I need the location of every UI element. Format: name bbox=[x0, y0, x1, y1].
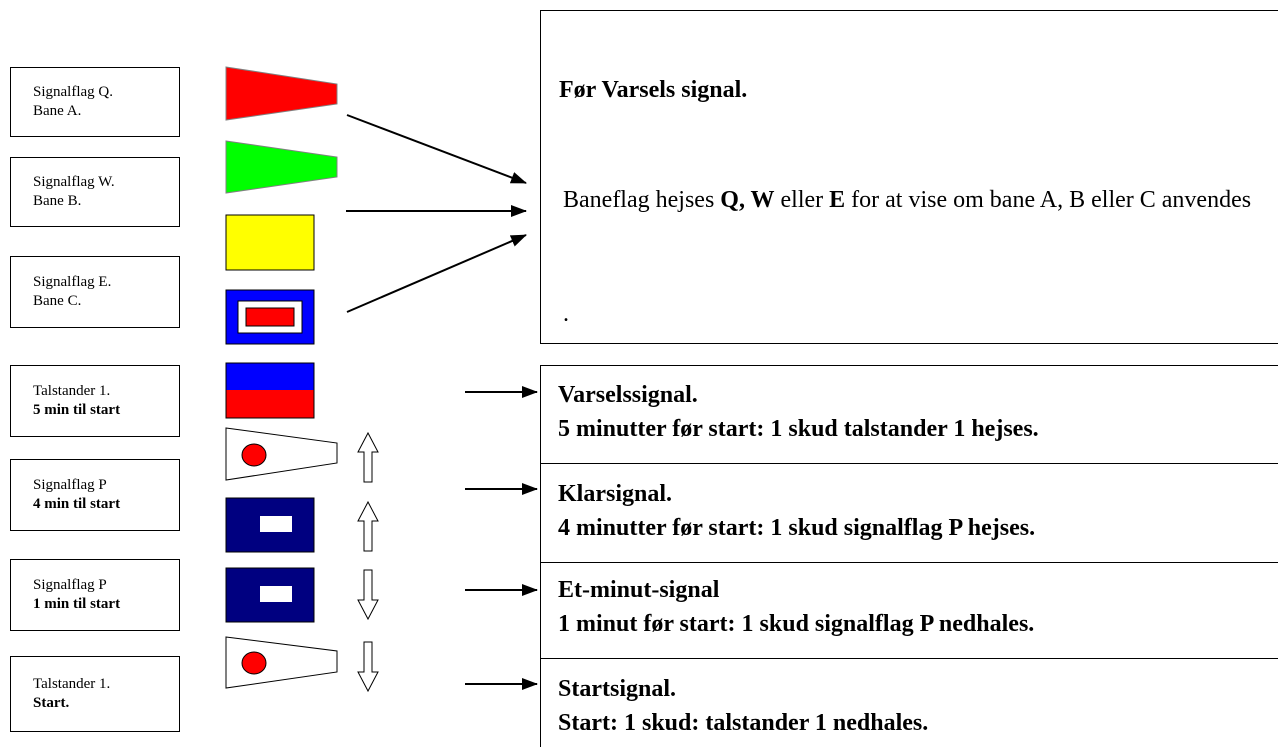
info-box-varsel: Før Varsels signal. Baneflag hejses Q, W… bbox=[540, 10, 1278, 344]
label-line2: Bane B. bbox=[33, 193, 82, 209]
info-body-flag-e: E bbox=[829, 187, 846, 213]
signal-text: 5 minutter før start: 1 skud talstander … bbox=[558, 416, 1039, 442]
flag-p bbox=[225, 497, 315, 553]
label-line2: 1 min til start bbox=[33, 596, 121, 612]
info-body-text: Baneflag hejses bbox=[563, 187, 721, 213]
flag-pennant-1 bbox=[225, 427, 338, 481]
label-p-4min: Signalflag P 4 min til start bbox=[10, 459, 180, 531]
label-line1: Signalflag P bbox=[33, 577, 107, 593]
signal-box-klarsignal: Klarsignal. 4 minutter før start: 1 skud… bbox=[540, 463, 1278, 562]
arrow bbox=[346, 114, 527, 184]
signal-box-et-minut-signal: Et-minut-signal 1 minut før start: 1 sku… bbox=[540, 562, 1278, 658]
flag-q bbox=[225, 66, 338, 121]
info-heading: Før Varsels signal. bbox=[559, 77, 748, 103]
signal-title: Klarsignal. bbox=[558, 481, 673, 507]
label-e-bane-c: Signalflag E. Bane C. bbox=[10, 256, 180, 328]
info-body-text: eller bbox=[774, 187, 830, 213]
signal-box-varselssignal: Varselssignal. 5 minutter før start: 1 s… bbox=[540, 365, 1278, 463]
signal-text: 1 minut før start: 1 skud signalflag P n… bbox=[558, 611, 1035, 637]
label-line1: Signalflag E. bbox=[33, 274, 112, 290]
label-talstander-5min: Talstander 1. 5 min til start bbox=[10, 365, 180, 437]
info-dot: . bbox=[563, 301, 569, 327]
signal-text: Start: 1 skud: talstander 1 nedhales. bbox=[558, 710, 929, 736]
label-line2: 5 min til start bbox=[33, 402, 121, 418]
label-line1: Signalflag Q. bbox=[33, 84, 113, 100]
flag-e bbox=[225, 214, 315, 271]
hoist-arrow-icon bbox=[357, 500, 379, 552]
signal-title: Startsignal. bbox=[558, 676, 677, 702]
info-body: Baneflag hejses Q, W eller E for at vise… bbox=[563, 182, 1253, 218]
label-line2: Bane C. bbox=[33, 293, 82, 309]
label-line2: Start. bbox=[33, 695, 70, 711]
label-line1: Signalflag P bbox=[33, 477, 107, 493]
label-w-bane-b: Signalflag W. Bane B. bbox=[10, 157, 180, 227]
label-line1: Signalflag W. bbox=[33, 174, 115, 190]
flag-w bbox=[225, 140, 338, 194]
label-line1: Talstander 1. bbox=[33, 383, 111, 399]
flag-talstander-1 bbox=[225, 362, 315, 419]
lower-arrow-icon bbox=[357, 569, 379, 621]
signal-title: Varselssignal. bbox=[558, 382, 698, 408]
label-talstander-start: Talstander 1. Start. bbox=[10, 656, 180, 732]
signal-title: Et-minut-signal bbox=[558, 577, 720, 603]
hoist-arrow-icon bbox=[357, 431, 379, 483]
label-line1: Talstander 1. bbox=[33, 676, 111, 692]
label-line2: 4 min til start bbox=[33, 496, 121, 512]
arrow bbox=[346, 234, 527, 313]
label-p-1min: Signalflag P 1 min til start bbox=[10, 559, 180, 631]
label-q-bane-a: Signalflag Q. Bane A. bbox=[10, 67, 180, 137]
flag-pennant-1 bbox=[225, 636, 338, 689]
info-body-text: for at vise om bane A, B eller C anvende… bbox=[845, 187, 1252, 213]
label-line2: Bane A. bbox=[33, 103, 82, 119]
signal-box-startsignal: Startsignal. Start: 1 skud: talstander 1… bbox=[540, 658, 1278, 747]
signal-text: 4 minutter før start: 1 skud signalflag … bbox=[558, 515, 1036, 541]
flag-p bbox=[225, 567, 315, 623]
lower-arrow-icon bbox=[357, 641, 379, 693]
info-body-flags-qw: Q, W bbox=[720, 187, 775, 213]
flag-e-blue bbox=[225, 289, 315, 345]
